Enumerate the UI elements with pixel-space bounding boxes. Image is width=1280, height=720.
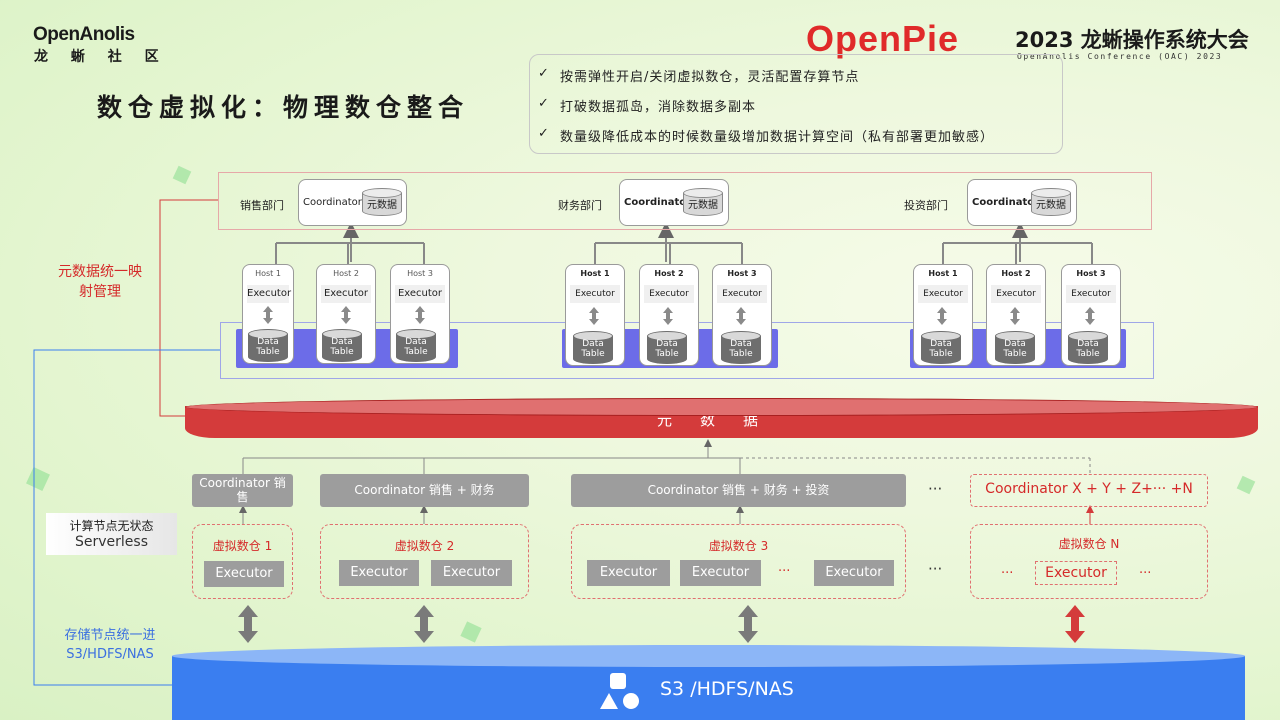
openpie-logo: OpenPie <box>806 18 960 59</box>
page-title: 数仓虚拟化：物理数仓整合 <box>97 93 470 122</box>
metadata-cylinder: 元数据 <box>1031 188 1071 216</box>
metadata-mapping-label: 元数据统一映 射管理 <box>58 264 142 300</box>
ellipsis: ··· <box>778 564 791 579</box>
executor: Executor <box>587 560 670 586</box>
metadata-cylinder: 元数据 <box>683 188 723 216</box>
coordinator-box: Coordinator 销售 <box>192 474 293 507</box>
virtual-warehouse: 虚拟数仓 N ··· Executor ··· <box>970 524 1208 599</box>
executor: Executor <box>321 285 371 303</box>
serverless-label: 计算节点无状态 Serverless <box>46 513 177 555</box>
department-name: 销售部门 <box>240 199 284 212</box>
metadata-cylinder: 元数据 <box>362 188 402 216</box>
virtual-warehouse: 虚拟数仓 3 Executor Executor ··· Executor <box>571 524 906 599</box>
executor: Executor <box>247 285 291 303</box>
bullet-item: ✓按需弹性开启/关闭虚拟数仓，灵活配置存算节点 <box>538 66 860 85</box>
check-icon: ✓ <box>538 96 550 111</box>
department-coordinator: Coordinator 元数据 <box>967 179 1077 226</box>
virtual-warehouse: 虚拟数仓 2 Executor Executor <box>320 524 529 599</box>
check-icon: ✓ <box>538 66 550 81</box>
bullet-item: ✓打破数据孤岛，消除数据多副本 <box>538 96 757 115</box>
storage-label: 存储节点统一进 S3/HDFS/NAS <box>64 628 156 662</box>
executor: Executor <box>680 560 761 586</box>
executor: Executor <box>1035 561 1117 585</box>
shapes-icon <box>600 673 639 709</box>
conference-subtitle: OpenAnolis Conference (OAC) 2023 <box>1017 52 1223 61</box>
executor: Executor <box>204 561 284 587</box>
executor: Executor <box>644 285 694 303</box>
coordinator-box: Coordinator 销售 + 财务 + 投资 <box>571 474 906 507</box>
metadata-bar-top <box>185 398 1258 416</box>
bullet-box: ✓按需弹性开启/关闭虚拟数仓，灵活配置存算节点 ✓打破数据孤岛，消除数据多副本 … <box>529 54 1063 154</box>
storage-bar-top <box>172 645 1245 667</box>
openanolis-logo: OpenAnolis <box>33 24 135 45</box>
storage-label-text: S3 /HDFS/NAS <box>660 678 794 700</box>
ellipsis: ··· <box>928 480 943 498</box>
executor: Executor <box>991 285 1041 303</box>
virtual-warehouse: 虚拟数仓 1 Executor <box>192 524 293 599</box>
ellipsis: ··· <box>1139 566 1152 581</box>
executor: Executor <box>1066 285 1116 303</box>
department-name: 财务部门 <box>558 199 602 212</box>
coordinator-box-n: Coordinator X + Y + Z+··· +N <box>970 474 1208 507</box>
executor: Executor <box>395 285 445 303</box>
executor: Executor <box>717 285 767 303</box>
ellipsis: ··· <box>1001 566 1014 581</box>
coordinator-box: Coordinator 销售 + 财务 <box>320 474 529 507</box>
ellipsis: ··· <box>928 560 943 578</box>
executor: Executor <box>339 560 419 586</box>
department-coordinator: Coordinator 元数据 <box>298 179 407 226</box>
bullet-item: ✓数量级降低成本的时候数量级增加数据计算空间（私有部署更加敏感） <box>538 126 995 145</box>
executor: Executor <box>918 285 968 303</box>
executor: Executor <box>431 560 512 586</box>
department-coordinator: Coordinator 元数据 <box>619 179 729 226</box>
check-icon: ✓ <box>538 126 550 141</box>
department-name: 投资部门 <box>904 199 948 212</box>
executor: Executor <box>570 285 620 303</box>
department-frame <box>218 172 1152 230</box>
executor: Executor <box>814 560 894 586</box>
openanolis-logo-subtitle: 龙 蜥 社 区 <box>34 49 168 65</box>
conference-title: 2023 龙蜥操作系统大会 <box>1015 28 1249 52</box>
